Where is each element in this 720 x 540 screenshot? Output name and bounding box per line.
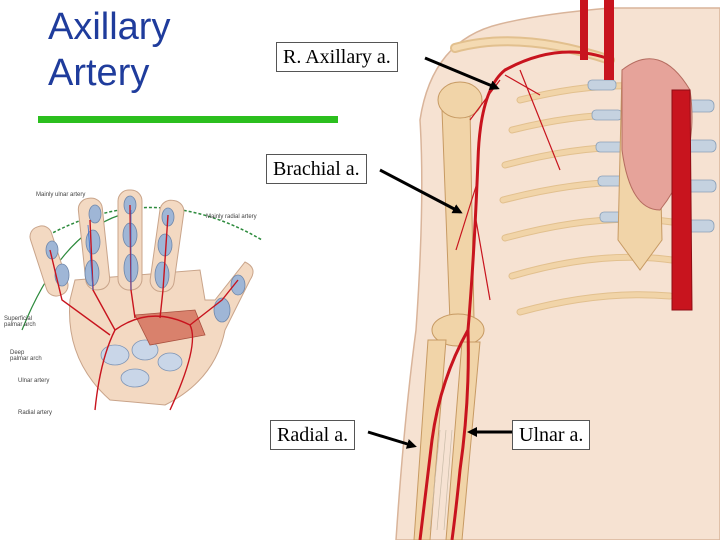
label-mainly-ulnar: Mainly ulnar artery xyxy=(36,192,86,198)
label-superficial-arch: Superficial palmar arch xyxy=(4,316,36,328)
brachial-artery-label: Brachial a. xyxy=(266,154,367,184)
label-deep-arch: Deep palmar arch xyxy=(10,350,42,362)
axillary-arrow xyxy=(424,56,500,90)
title-line-2: Artery xyxy=(48,52,150,94)
arm-thorax-illustration xyxy=(395,0,720,540)
slide-title: Axillary Artery xyxy=(48,4,248,96)
label-mainly-radial: Mainly radial artery xyxy=(206,214,257,220)
label-ulnar-artery: Ulnar artery xyxy=(18,378,50,384)
label-radial-artery: Radial artery xyxy=(18,410,53,416)
radial-artery-label: Radial a. xyxy=(270,420,356,450)
radial-arrow xyxy=(367,430,417,449)
title-underline-bar xyxy=(38,116,338,123)
ulnar-artery-label: Ulnar a. xyxy=(512,420,591,450)
brachial-arrow xyxy=(379,168,463,214)
title-line-1: Axillary xyxy=(48,6,171,48)
axillary-artery-label: R. Axillary a. xyxy=(276,42,398,72)
hand-illustration xyxy=(21,189,263,411)
